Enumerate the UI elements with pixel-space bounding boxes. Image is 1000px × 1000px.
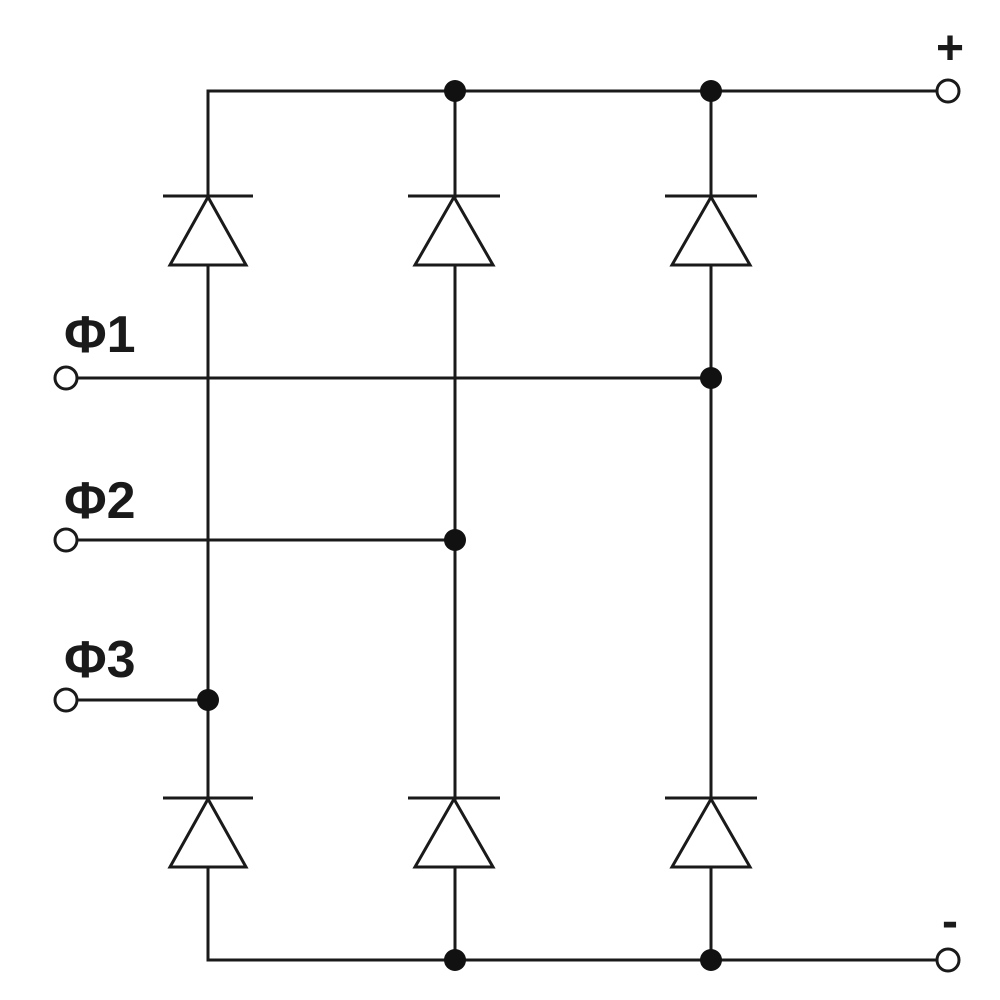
terminal-negative <box>935 947 961 973</box>
diode-lower-left <box>163 795 253 869</box>
positive-label: + <box>936 22 964 75</box>
diode-upper-right <box>665 193 757 267</box>
junction-dot <box>700 80 722 102</box>
terminal-phase3 <box>53 687 79 713</box>
junction-dot <box>444 80 466 102</box>
junction-dot <box>197 689 219 711</box>
phase2-label: Φ2 <box>64 472 136 530</box>
diode-upper-left <box>163 193 253 267</box>
negative-label: - <box>942 895 958 948</box>
terminal-positive <box>935 78 961 104</box>
phase1-label: Φ1 <box>64 306 136 364</box>
junction-dot <box>700 367 722 389</box>
junction-dot <box>700 949 722 971</box>
diode-lower-middle <box>408 795 500 869</box>
phase3-label: Φ3 <box>64 631 136 689</box>
terminal-phase2 <box>53 527 79 553</box>
diode-upper-middle <box>408 193 500 267</box>
terminal-phase1 <box>53 365 79 391</box>
junction-dot <box>444 949 466 971</box>
junction-dot <box>444 529 466 551</box>
diode-lower-right <box>665 795 757 869</box>
